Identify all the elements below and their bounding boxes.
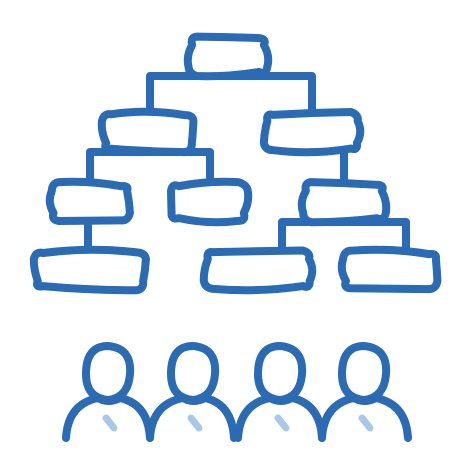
org-box-5 bbox=[167, 177, 253, 227]
connector-line-1 bbox=[146, 70, 316, 118]
org-box-4 bbox=[45, 177, 134, 226]
org-box-9 bbox=[337, 245, 442, 294]
person-highlight-1 bbox=[102, 414, 118, 432]
org-box-2 bbox=[97, 107, 198, 157]
person-highlight-4 bbox=[358, 414, 374, 432]
org-box-3 bbox=[259, 108, 365, 157]
person-highlight-3 bbox=[274, 414, 290, 432]
org-box-6 bbox=[297, 178, 391, 227]
person-highlight-2 bbox=[187, 414, 203, 432]
org-box-1 bbox=[183, 32, 273, 81]
person-head-4 bbox=[338, 342, 391, 404]
person-head-2 bbox=[167, 342, 220, 404]
person-head-1 bbox=[82, 342, 135, 404]
person-head-3 bbox=[254, 342, 307, 404]
team-people bbox=[62, 342, 412, 442]
org-box-7 bbox=[29, 245, 150, 295]
tree-connectors bbox=[84, 70, 410, 256]
org-box-8 bbox=[199, 246, 317, 295]
org-chart-boxes bbox=[29, 32, 442, 295]
